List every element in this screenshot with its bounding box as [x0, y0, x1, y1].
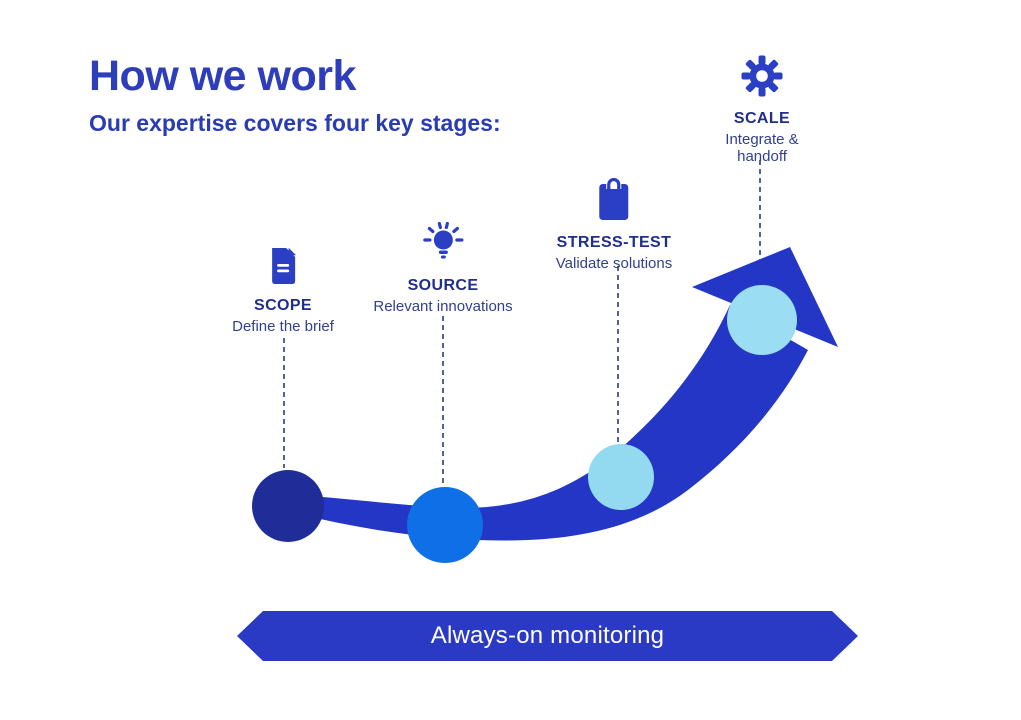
always-on-monitoring-banner: Always-on monitoring: [237, 611, 858, 661]
stage-scale: SCALE Integrate & handoff: [722, 54, 802, 166]
stage-source-label: SOURCE: [407, 277, 479, 294]
milestone-circle-stress-test: [588, 444, 654, 510]
milestone-circle-scope: [252, 470, 324, 542]
stage-stress-test-description: Validate solutions: [555, 255, 673, 272]
stage-stress-test-label: STRESS-TEST: [556, 234, 672, 251]
stage-scope-label: SCOPE: [253, 297, 313, 314]
document-icon: [267, 247, 299, 290]
page-title: How we work: [89, 52, 356, 100]
arrow-swoosh: [294, 305, 808, 541]
page-subtitle: Our expertise covers four key stages:: [89, 110, 501, 136]
stage-scale-label: SCALE: [733, 110, 791, 127]
milestone-circle-scale: [727, 285, 797, 355]
stage-scope-description: Define the brief: [232, 318, 334, 335]
stage-scope: SCOPE Define the brief: [232, 247, 334, 335]
banner-label: Always-on monitoring: [430, 622, 665, 649]
stage-stress-test: STRESS-TEST Validate solutions: [555, 177, 673, 272]
clipboard-icon: [596, 177, 632, 227]
stage-source: SOURCE Relevant innovations: [373, 221, 513, 315]
lightbulb-icon: [419, 221, 467, 270]
stage-scale-description: Integrate & handoff: [725, 131, 799, 166]
milestone-circle-source: [407, 487, 483, 563]
stage-source-description: Relevant innovations: [373, 298, 513, 315]
gear-icon: [740, 54, 784, 103]
